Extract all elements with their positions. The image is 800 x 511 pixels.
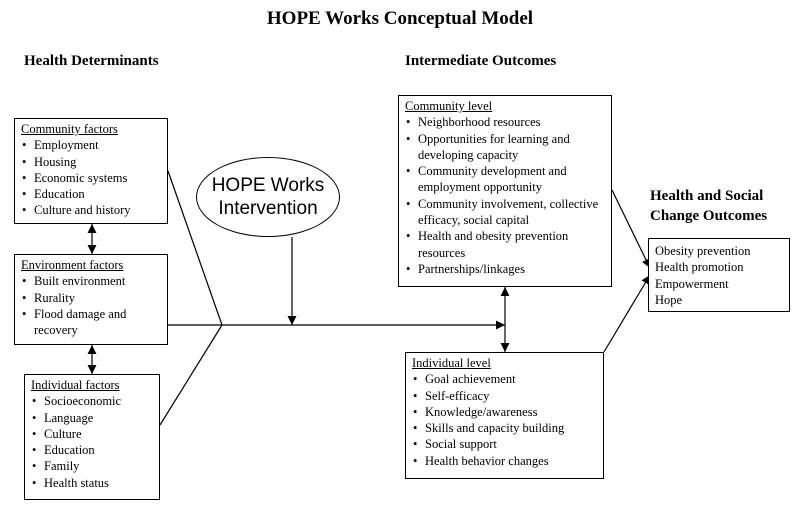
community-level-item: Community development and employment opp…	[405, 163, 598, 196]
individual-level-item: Social support	[412, 436, 597, 453]
intermediate-outcomes-heading: Intermediate Outcomes	[405, 53, 557, 69]
health-social-outcomes-box: Obesity prevention Health promotion Empo…	[648, 238, 790, 312]
health-determinants-heading: Health Determinants	[24, 53, 159, 69]
environment-factors-title: Environment factors	[21, 258, 124, 272]
individual-level-to-outcomes-arrow	[603, 274, 651, 353]
individual-level-item: Health behavior changes	[412, 453, 597, 470]
community-level-item: Community involvement, collective effica…	[405, 196, 606, 229]
social-change-outcomes-heading: Health and Social Change Outcomes	[650, 186, 767, 226]
social-change-heading-line1: Health and Social	[650, 188, 764, 204]
individual-factor-item: Culture	[31, 426, 153, 443]
community-factor-item: Housing	[21, 154, 161, 171]
community-factor-item: Employment	[21, 137, 161, 154]
individual-factor-item: Health status	[31, 475, 153, 492]
community-factors-box: Community factors Employment Housing Eco…	[14, 118, 168, 224]
intervention-line1: HOPE Works	[211, 175, 325, 196]
community-level-title: Community level	[405, 99, 493, 113]
community-level-item: Health and obesity prevention resources	[405, 228, 588, 261]
outcome-item: Obesity prevention	[655, 244, 751, 258]
community-level-item: Opportunities for learning and developin…	[405, 131, 598, 164]
hope-works-intervention-ellipse: HOPE Works Intervention	[196, 157, 340, 237]
community-factor-item: Culture and history	[21, 202, 161, 219]
individual-factors-title: Individual factors	[31, 378, 120, 392]
outcome-item: Hope	[655, 292, 683, 307]
individual-level-title: Individual level	[412, 356, 491, 370]
community-level-to-outcomes-arrow	[611, 189, 651, 269]
individual-level-item: Skills and capacity building	[412, 420, 597, 437]
intervention-line2: Intervention	[218, 198, 318, 219]
individual-factor-item: Language	[31, 410, 153, 427]
individual-factor-item: Education	[31, 442, 153, 459]
community-factor-item: Education	[21, 186, 161, 203]
social-change-heading-line2: Change Outcomes	[650, 208, 768, 224]
environment-factor-item: Built environment	[21, 273, 161, 290]
individual-factors-box: Individual factors Socioeconomic Languag…	[24, 374, 160, 500]
community-factor-item: Economic systems	[21, 170, 161, 187]
community-factors-title: Community factors	[21, 122, 118, 136]
environment-factors-box: Environment factors Built environment Ru…	[14, 254, 168, 345]
diagram-title: HOPE Works Conceptual Model	[266, 8, 534, 29]
environment-factor-item: Flood damage and recovery	[21, 306, 154, 339]
individual-factor-item: Socioeconomic	[31, 393, 153, 410]
individual-level-item: Self-efficacy	[412, 388, 597, 405]
outcome-item: Empowerment	[655, 276, 729, 291]
community-level-item: Neighborhood resources	[405, 114, 605, 131]
community-level-box: Community level Neighborhood resources O…	[398, 95, 612, 287]
community-to-junction-line	[167, 170, 223, 326]
community-level-item: Partnerships/linkages	[405, 261, 605, 278]
outcome-item: Health promotion	[655, 260, 744, 275]
individual-level-box: Individual level Goal achievement Self-e…	[405, 352, 604, 479]
individual-to-junction-line	[159, 324, 223, 426]
individual-level-item: Goal achievement	[412, 371, 597, 388]
environment-factor-item: Rurality	[21, 290, 161, 307]
individual-level-item: Knowledge/awareness	[412, 404, 597, 421]
individual-factor-item: Family	[31, 458, 153, 475]
